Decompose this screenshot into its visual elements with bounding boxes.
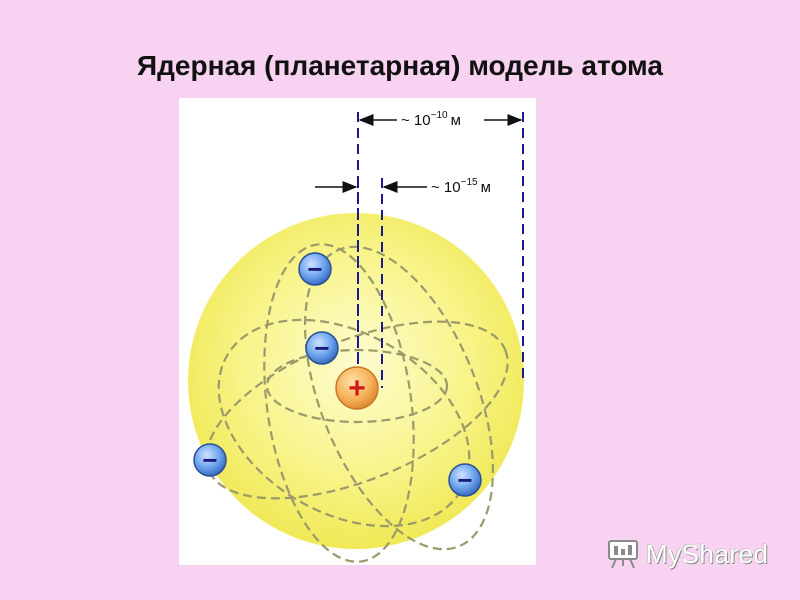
- watermark-text: MyShared: [646, 538, 769, 569]
- electron-charge: −: [307, 254, 322, 284]
- electron-charge: −: [202, 445, 217, 475]
- electron-charge: −: [314, 333, 329, 363]
- page-title: Ядерная (планетарная) модель атома: [137, 50, 663, 81]
- electron: −: [193, 443, 227, 477]
- presentation-board-icon: [608, 540, 638, 569]
- watermark: MyShared: [606, 536, 769, 572]
- electron: −: [298, 252, 332, 286]
- nucleus-charge: +: [348, 372, 366, 405]
- electron: −: [448, 463, 482, 497]
- orbit-vertical-2: [303, 245, 495, 551]
- dimension-guides: [357, 112, 524, 388]
- nucleus: +: [335, 366, 379, 410]
- electron-charge: −: [457, 465, 472, 495]
- electron: −: [305, 331, 339, 365]
- orbit-inner: [265, 348, 449, 424]
